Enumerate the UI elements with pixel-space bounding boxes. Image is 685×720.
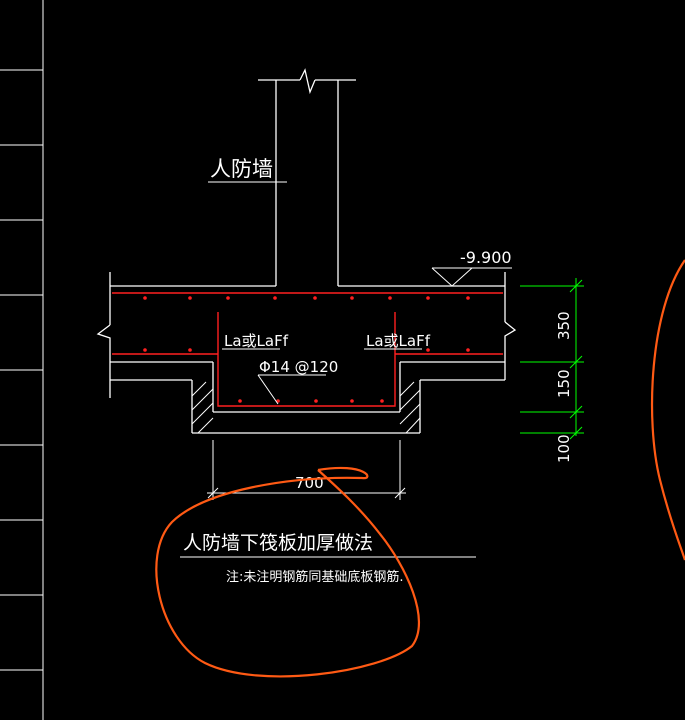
wall-label: 人防墙: [210, 157, 273, 181]
anchor-label-right: La或LaFf: [366, 332, 431, 350]
rebar-dots: [143, 296, 470, 403]
width-dimension-label: 700: [295, 474, 324, 492]
dimension-100: 100: [555, 434, 573, 463]
side-hatch: [191, 381, 421, 434]
vertical-dimension: [520, 278, 584, 440]
horizontal-dimension: [207, 440, 406, 500]
detail-title: 人防墙下筏板加厚做法: [183, 532, 373, 554]
detail-note: 注:未注明钢筋同基础底板钢筋.: [226, 569, 404, 585]
raft-slab-outline: [96, 272, 517, 434]
leader-lines: [208, 181, 512, 405]
dimension-350: 350: [555, 311, 573, 340]
dimension-150: 150: [555, 369, 573, 398]
left-palette: [0, 0, 44, 720]
anchor-label-left: La或LaFf: [224, 332, 289, 350]
rebar-spec-label: Φ14 @120: [259, 358, 338, 376]
rebar-lines: [112, 292, 503, 407]
markup-arc-right: [650, 259, 685, 561]
air-defense-wall: [258, 68, 356, 286]
elevation-label: -9.900: [460, 248, 512, 267]
markup-circle: [155, 466, 421, 678]
